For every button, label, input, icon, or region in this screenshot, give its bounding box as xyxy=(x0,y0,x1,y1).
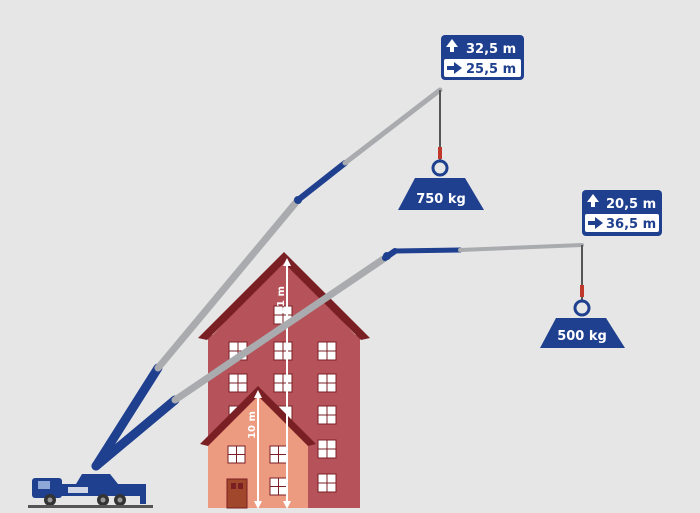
tall-building-gable xyxy=(208,258,360,340)
hook-ring-icon xyxy=(431,159,449,177)
load-high-label: 750 kg xyxy=(416,192,466,207)
height-high-label: 32,5 m xyxy=(466,42,516,57)
spec-box-high xyxy=(441,35,524,80)
reach-high-label: 25,5 m xyxy=(466,62,516,77)
hook-high xyxy=(398,90,484,210)
tall-building-roof xyxy=(198,252,370,340)
arrow-right-icon xyxy=(588,217,603,229)
load-low-label: 500 kg xyxy=(557,329,607,344)
small-building-roof xyxy=(200,386,316,446)
boom-low xyxy=(91,243,584,471)
spec-box-low xyxy=(582,190,662,236)
tall-height-label: 21 m xyxy=(276,286,287,314)
arrow-up-icon xyxy=(446,39,458,52)
weight-high xyxy=(398,178,484,210)
height-low-label: 20,5 m xyxy=(606,197,656,212)
hook-low xyxy=(540,245,625,348)
door xyxy=(226,478,248,509)
crane-truck xyxy=(28,474,153,508)
weight-low xyxy=(540,318,625,348)
small-height-label: 10 m xyxy=(247,411,258,439)
small-height-marker xyxy=(254,390,262,509)
reach-low-label: 36,5 m xyxy=(606,217,656,232)
tall-height-marker xyxy=(283,258,291,509)
arrow-right-icon xyxy=(447,62,462,74)
hook-ring-icon xyxy=(573,299,591,317)
boom-high xyxy=(91,87,443,471)
arrow-up-icon xyxy=(587,194,599,207)
